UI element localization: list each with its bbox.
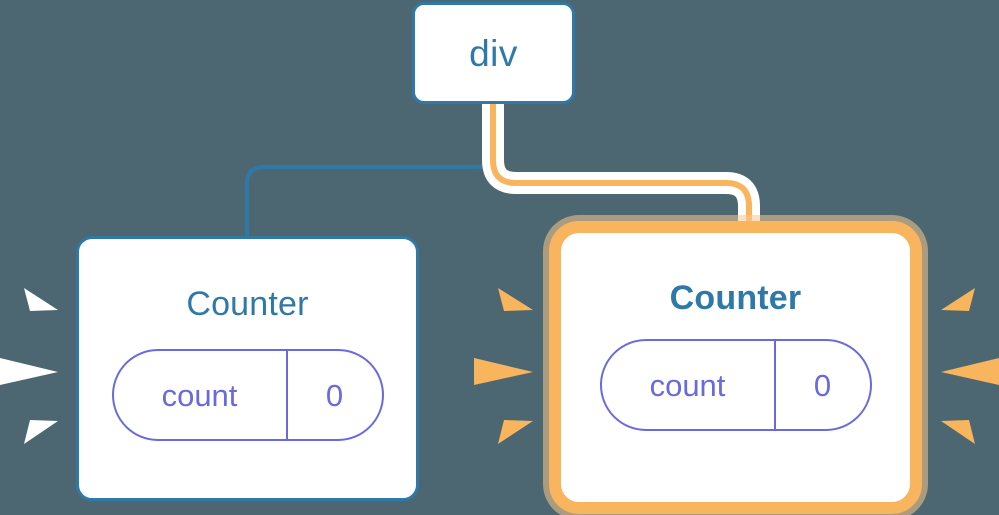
sparkle-spike — [941, 288, 975, 311]
state-key: count — [649, 367, 726, 403]
state-pill-counter-right: count 0 — [599, 339, 872, 431]
sparkle-spike — [941, 420, 975, 444]
node-div-label: div — [469, 32, 518, 74]
node-counter-left[interactable]: Counter count 0 — [76, 236, 419, 501]
sparkle-spike — [24, 288, 58, 311]
state-pill-counter-left: count 0 — [111, 349, 384, 441]
state-value: 0 — [813, 367, 832, 403]
sparkle-spike — [24, 420, 58, 444]
sparkle-spike — [498, 420, 533, 444]
sparkle-spike — [0, 358, 58, 385]
sparkle-right-of-counter-right — [941, 288, 999, 444]
sparkle-spike — [474, 358, 533, 385]
state-key: count — [161, 377, 238, 413]
node-div[interactable]: div — [412, 2, 575, 104]
sparkle-left-of-counter-left — [0, 288, 58, 444]
sparkle-spike — [941, 358, 999, 385]
edge-div-to-counter-right — [490, 104, 752, 232]
sparkle-right-of-counter-left — [474, 288, 533, 444]
state-pill-divider — [285, 351, 288, 439]
node-counter-right[interactable]: Counter count 0 — [549, 221, 922, 514]
edge-div-to-counter-right-halo — [482, 104, 760, 232]
node-counter-right-label: Counter — [669, 279, 802, 317]
edge-div-to-counter-left — [245, 102, 495, 238]
sparkle-spike — [498, 288, 533, 311]
state-pill-divider — [773, 341, 776, 429]
state-value: 0 — [325, 377, 344, 413]
node-counter-left-label: Counter — [186, 285, 309, 323]
